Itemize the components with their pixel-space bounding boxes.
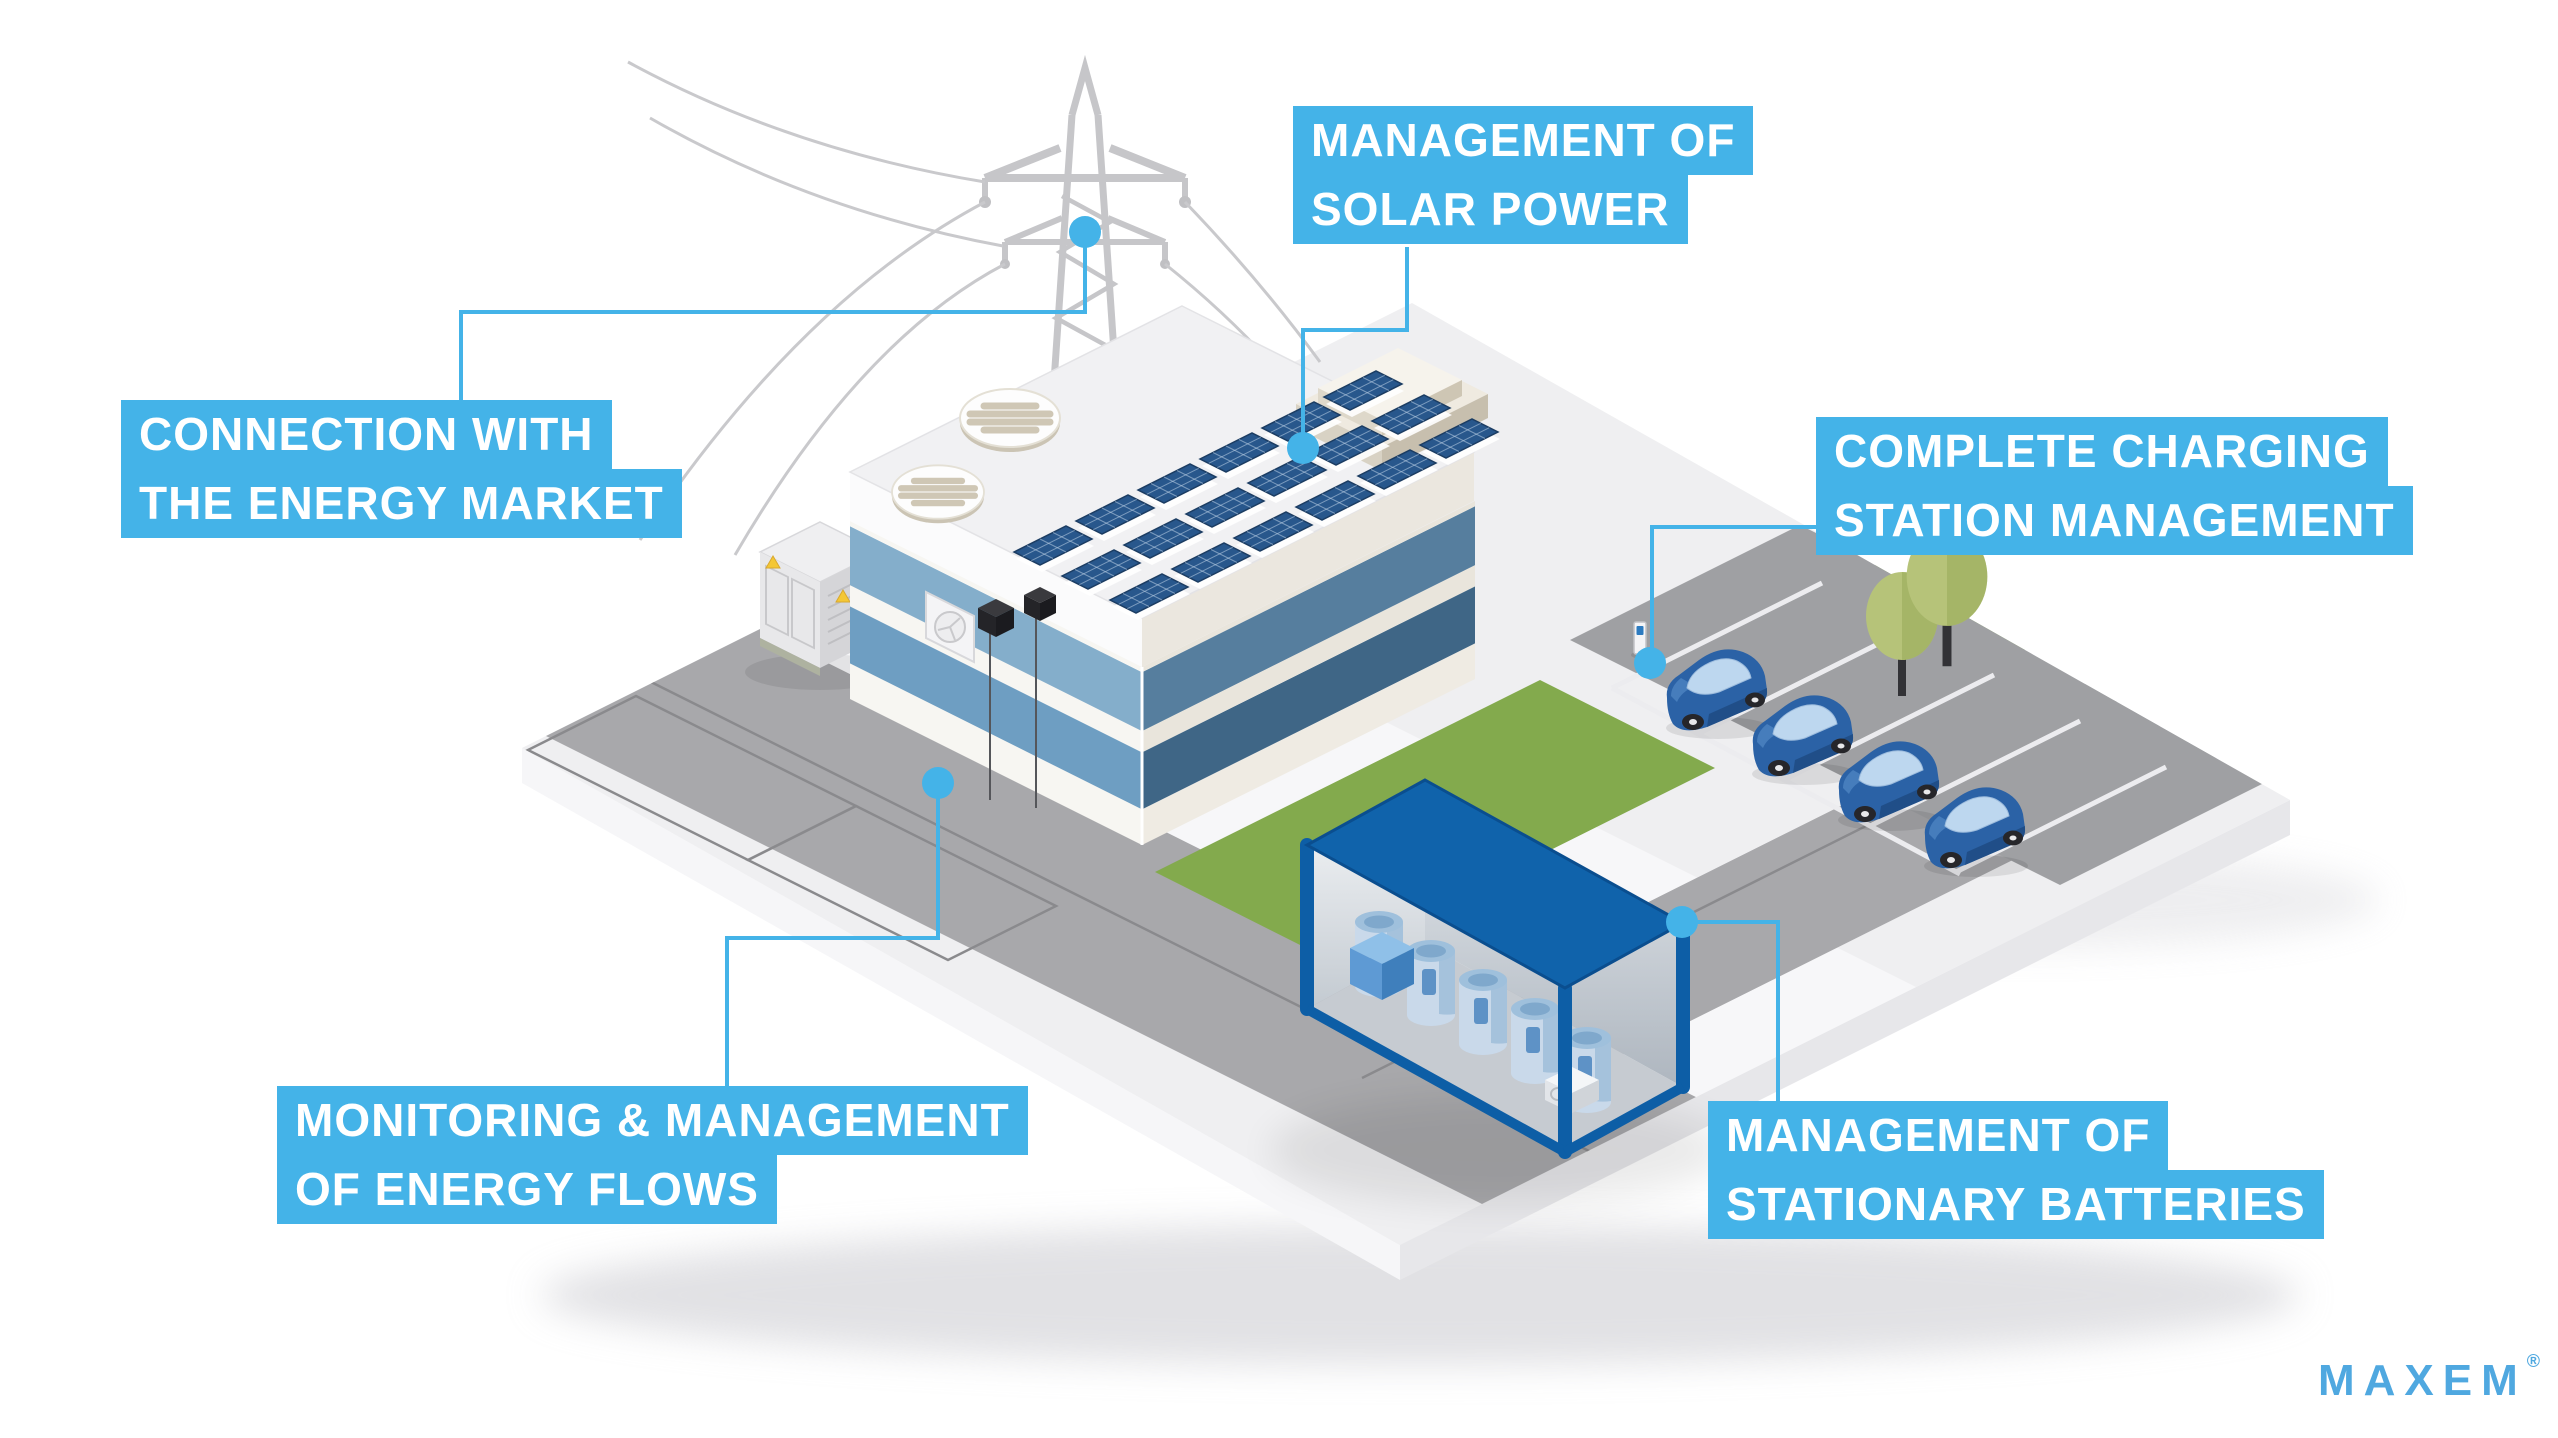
power-lines <box>627 60 1322 556</box>
maxem-logo: MAXEM® <box>2318 1352 2540 1403</box>
connector-dots <box>922 216 1698 938</box>
pylon-dot <box>1069 216 1101 248</box>
connector-batteries <box>1682 920 1780 1102</box>
label-stationary-batteries: MANAGEMENT OF STATIONARY BATTERIES <box>1708 1101 2324 1239</box>
label-energy-flows: MONITORING & MANAGEMENT OF ENERGY FLOWS <box>277 1086 1028 1224</box>
label-charging-line2: STATION MANAGEMENT <box>1816 486 2413 555</box>
label-batteries-line1: MANAGEMENT OF <box>1708 1101 2169 1170</box>
ground-shadow <box>540 1225 2300 1365</box>
connector-charging <box>1650 525 1816 663</box>
monitoring-dot <box>922 767 954 799</box>
maxem-logo-text: MAXEM <box>2318 1356 2527 1405</box>
energy-meters <box>978 587 1056 808</box>
label-monitoring-line1: MONITORING & MANAGEMENT <box>277 1086 1028 1155</box>
label-charging-station: COMPLETE CHARGING STATION MANAGEMENT <box>1816 417 2413 555</box>
label-solar-line2: SOLAR POWER <box>1293 175 1688 244</box>
label-monitoring-line2: OF ENERGY FLOWS <box>277 1155 777 1224</box>
label-solar-power: MANAGEMENT OF SOLAR POWER <box>1293 106 1754 244</box>
registered-mark: ® <box>2526 1351 2541 1371</box>
label-market-line1: CONNECTION WITH <box>121 400 612 469</box>
connectors <box>459 232 1816 1102</box>
office-building <box>848 305 1476 845</box>
charging-dot <box>1634 647 1666 679</box>
label-market-line2: THE ENERGY MARKET <box>121 469 682 538</box>
connector-market <box>459 232 1087 402</box>
label-charging-line1: COMPLETE CHARGING <box>1816 417 2388 486</box>
connector-monitoring <box>725 783 940 1087</box>
solar-dot <box>1287 432 1319 464</box>
label-energy-market: CONNECTION WITH THE ENERGY MARKET <box>121 400 682 538</box>
connector-solar <box>1301 247 1409 448</box>
battery-container <box>1270 778 1730 1205</box>
battery-inverter <box>1350 932 1414 1000</box>
label-batteries-line2: STATIONARY BATTERIES <box>1708 1170 2324 1239</box>
label-solar-line1: MANAGEMENT OF <box>1293 106 1754 175</box>
wall-ac-unit <box>925 590 975 664</box>
battery-dot <box>1666 906 1698 938</box>
